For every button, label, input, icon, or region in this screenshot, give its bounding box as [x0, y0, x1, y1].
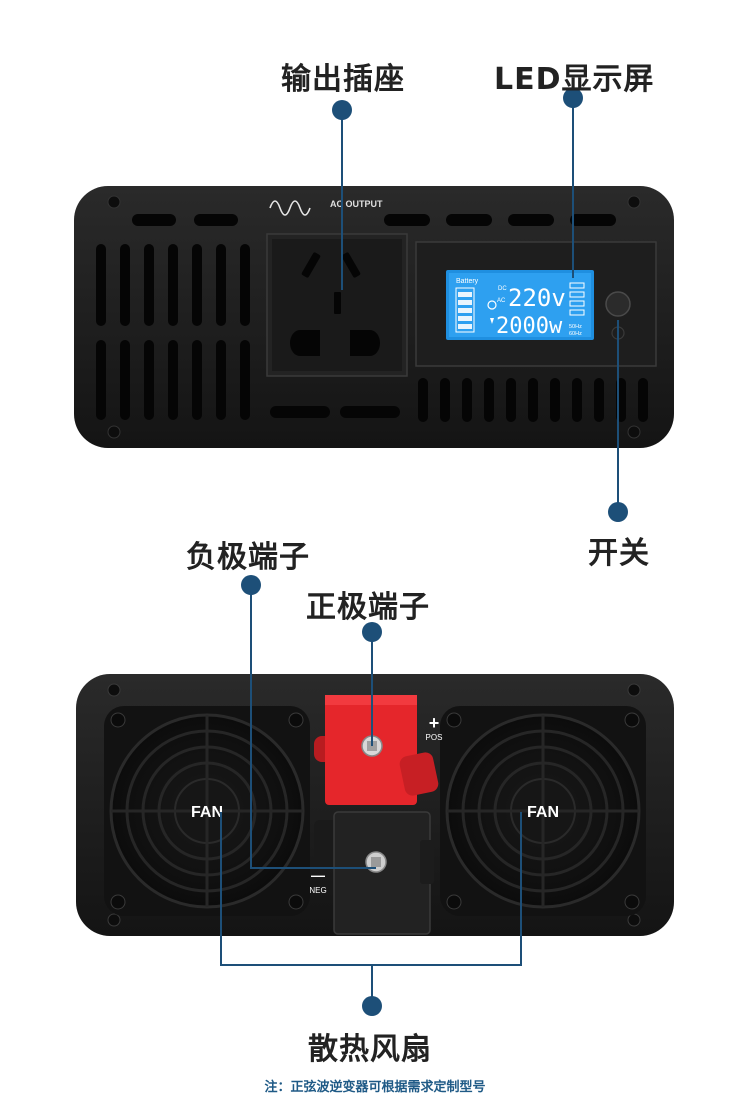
output-socket-callout: 输出插座 — [281, 62, 405, 97]
negative-terminal-callout: 负极端子 — [186, 540, 310, 575]
lcd-voltage-readout: 220v — [508, 284, 566, 312]
left-fan-label: FAN — [191, 804, 223, 821]
pos-label: POS — [426, 733, 443, 742]
lcd-display — [446, 270, 594, 340]
lcd-battery-label: Battery — [456, 278, 479, 285]
neg-sign: — — [311, 867, 325, 883]
negative-terminal[interactable] — [314, 811, 434, 935]
lcd-ac-label: AC — [497, 298, 506, 304]
cooling-fan-callout: 散热风扇 — [308, 1032, 432, 1067]
positive-terminal-callout: 正极端子 — [306, 590, 430, 625]
lcd-50hz-label: 50Hz — [569, 324, 582, 330]
ac-output-label: AC OUTPUT — [330, 199, 383, 209]
callout-dots — [241, 88, 628, 1016]
switch-callout: 开关 — [588, 536, 650, 571]
output-socket[interactable] — [266, 233, 408, 377]
neg-label: NEG — [309, 886, 326, 895]
lcd-power-readout: 2000w — [496, 314, 563, 339]
callout-lines — [220, 98, 619, 1006]
pos-sign: + — [429, 713, 440, 733]
right-fan-label: FAN — [527, 804, 559, 821]
lcd-dc-label: DC — [498, 286, 507, 292]
led-display-callout: LED显示屏 — [494, 62, 655, 97]
left-cooling-fan — [104, 706, 310, 916]
lcd-60hz-label: 60Hz — [569, 331, 582, 337]
right-cooling-fan — [440, 706, 646, 916]
footer-note: 注：正弦波逆变器可根据需求定制型号 — [264, 1080, 486, 1095]
sine-wave-icon — [269, 200, 311, 216]
